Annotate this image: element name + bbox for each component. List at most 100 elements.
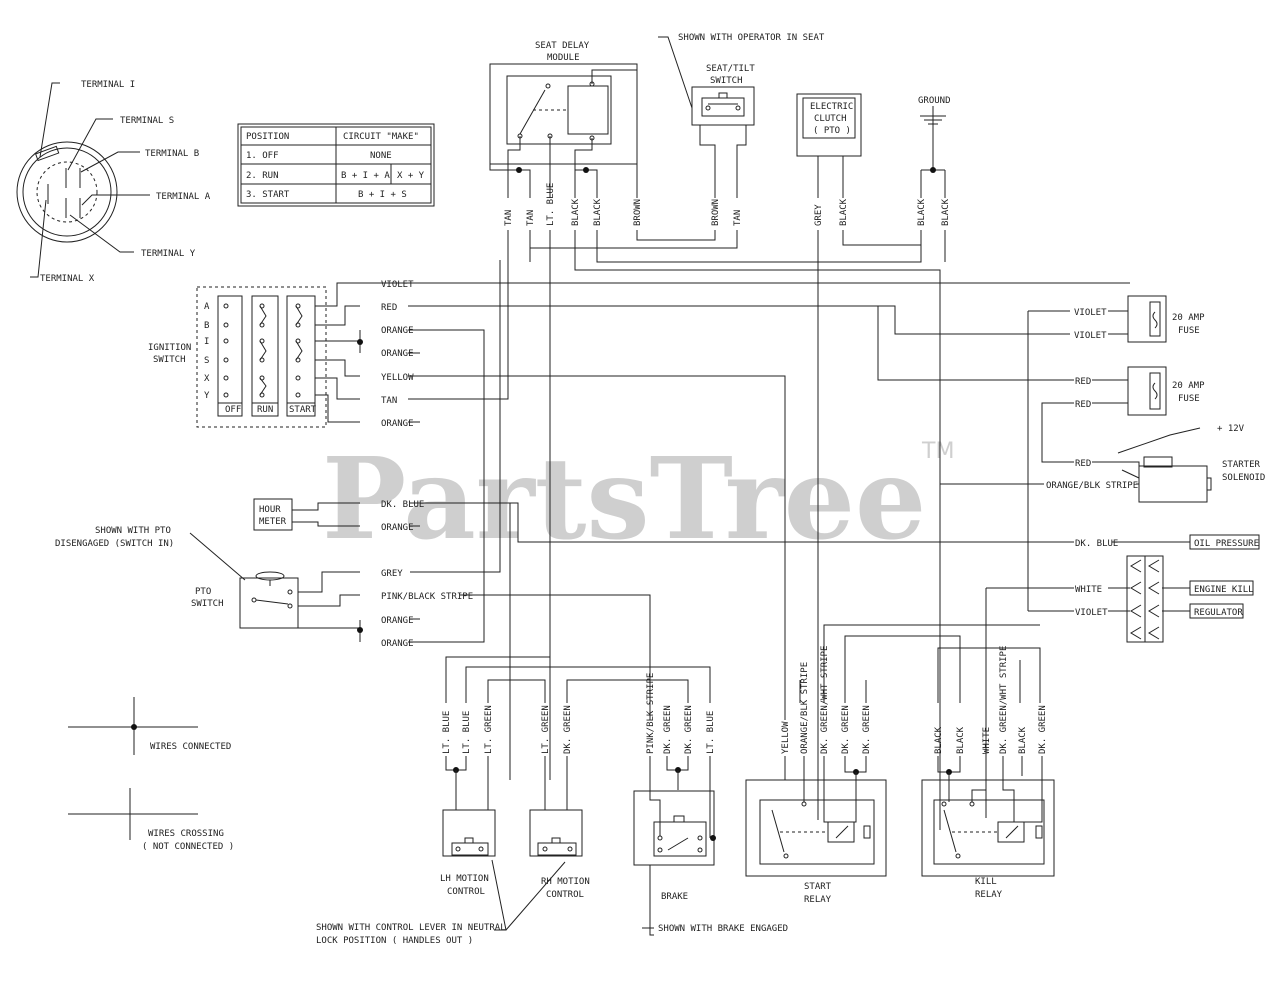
bottom-note-leaders (491, 859, 654, 931)
ground-label: GROUND (918, 96, 951, 106)
start-relay-label-1: START (804, 882, 832, 892)
bottom-wire-label: LT. BLUE (442, 711, 452, 754)
bottom-wire-label: LT. BLUE (706, 711, 716, 754)
pto-label-1: PTO (195, 587, 211, 597)
seat-delay-label-1: SEAT DELAY (535, 41, 590, 51)
connector-pin (1148, 581, 1160, 595)
top-wire-label: TAN (526, 210, 536, 226)
pto-switch (189, 260, 651, 720)
bottom-wire-label: DK. GREEN (841, 705, 851, 754)
fuse1-label-2: FUSE (1178, 326, 1200, 336)
top-wire-runs (507, 230, 946, 830)
wire-orange-5: ORANGE (381, 616, 414, 626)
wire-yellow: YELLOW (381, 373, 414, 383)
bottom-wire-label: PINK/BLK STRIPE (646, 673, 656, 754)
wire-red-1: RED (381, 303, 397, 313)
bottom-wire-label: DK. GREEN (1038, 705, 1048, 754)
top-wire-label: BROWN (633, 199, 643, 226)
solenoid-wire-red: RED (1075, 459, 1091, 469)
fuse1-wire-violet-1: VIOLET (1074, 308, 1107, 318)
ignition-row-i: I (204, 337, 209, 347)
legend-connected: WIRES CONNECTED (150, 742, 231, 752)
switch-contact (295, 392, 301, 398)
terminal-b-label: TERMINAL B (145, 149, 199, 159)
top-wire-label: LT. BLUE (546, 183, 556, 226)
table-header-circuit: CIRCUIT "MAKE" (343, 132, 419, 142)
position-table (237, 123, 435, 207)
ignition-row-s: S (204, 356, 209, 366)
clutch-label-1: ELECTRIC (810, 102, 853, 112)
seat-switch-label-2: SWITCH (710, 76, 743, 86)
kill-relay-label-2: RELAY (975, 890, 1003, 900)
fuse2-wire-red-2: RED (1075, 400, 1091, 410)
bottom-wire-label: BLACK (956, 726, 966, 754)
table-circuit-run-1: B + I + A (341, 171, 390, 181)
bottom-wire-label: LT. GREEN (484, 705, 494, 754)
bottom-wire-label: LT. BLUE (462, 711, 472, 754)
lh-motion-control (442, 756, 496, 857)
lh-label-1: LH MOTION (440, 874, 489, 884)
connector-pin (1148, 626, 1160, 640)
table-row-off: 1. OFF (246, 151, 279, 161)
regulator-tag: REGULATOR (1194, 608, 1243, 618)
kill-relay (921, 756, 1055, 877)
oil-pressure (410, 502, 1260, 550)
terminal-y-label: TERMINAL Y (141, 249, 196, 259)
switch-contact (223, 375, 229, 381)
table-circuit-run-2: X + Y (397, 171, 425, 181)
ignition-switch-block (196, 286, 327, 428)
terminal-a-label: TERMINAL A (156, 192, 211, 202)
bottom-harness (445, 624, 1041, 703)
oil-wire-dk-blue: DK. BLUE (1075, 539, 1118, 549)
col-start: START (289, 405, 317, 415)
switch-contact (295, 375, 301, 381)
switch-contact (223, 322, 229, 328)
connector-pin (1130, 559, 1142, 573)
control-note-2: LOCK POSITION ( HANDLES OUT ) (316, 936, 473, 946)
terminal-s-label: TERMINAL S (120, 116, 174, 126)
conn-wire-violet: VIOLET (1075, 608, 1108, 618)
table-header-position: POSITION (246, 132, 289, 142)
brake-note: SHOWN WITH BRAKE ENGAGED (658, 924, 788, 934)
top-wire-label: TAN (733, 210, 743, 226)
fuse2-label-2: FUSE (1178, 394, 1200, 404)
legend-crossing-1: WIRES CROSSING (148, 829, 224, 839)
terminal-i-label: TERMINAL I (81, 80, 135, 90)
pto-note-1: SHOWN WITH PTO (95, 526, 171, 536)
bottom-wire-label: DK. GREEN (684, 705, 694, 754)
wire-orange-6: ORANGE (381, 639, 414, 649)
switch-contact (223, 392, 229, 398)
wire-grey-1: GREY (381, 569, 403, 579)
ground-symbol (920, 106, 946, 198)
bottom-wire-label: DK. GREEN (663, 705, 673, 754)
watermark: PartsTree (322, 434, 926, 565)
electric-clutch (796, 93, 862, 198)
ignition-row-b: B (204, 321, 209, 331)
start-relay (745, 756, 887, 877)
wire-orange-3: ORANGE (381, 419, 414, 429)
fuse-1 (1027, 295, 1167, 611)
wire-orange-4: ORANGE (381, 523, 414, 533)
seat-delay-module (489, 63, 638, 198)
brake-switch (633, 756, 716, 936)
control-note-1: SHOWN WITH CONTROL LEVER IN NEUTRAL (316, 923, 506, 933)
starter-solenoid (940, 427, 1212, 503)
wire-orange-2: ORANGE (381, 349, 414, 359)
watermark-tm: TM (921, 439, 954, 464)
clutch-label-2: CLUTCH (814, 114, 847, 124)
top-wire-label: BLACK (917, 198, 927, 226)
solenoid-label-2: SOLENOID (1222, 473, 1265, 483)
fuse2-wire-red-1: RED (1075, 377, 1091, 387)
oil-pressure-tag: OIL PRESSURE (1194, 539, 1259, 549)
rh-label-2: CONTROL (546, 890, 584, 900)
wire-orange-1: ORANGE (381, 326, 414, 336)
bottom-wire-label: DK. GREEN/WHT STRIPE (820, 646, 830, 754)
seat-delay-label-2: MODULE (547, 53, 580, 63)
seat-tilt-switch (658, 36, 755, 198)
bottom-wire-label: BLACK (934, 726, 944, 754)
solenoid-label-1: STARTER (1222, 460, 1261, 470)
ignition-row-y: Y (204, 391, 210, 401)
switch-contact (223, 338, 229, 344)
engine-connector (985, 555, 1254, 818)
bottom-wire-label: ORANGE/BLK STRIPE (800, 662, 810, 754)
